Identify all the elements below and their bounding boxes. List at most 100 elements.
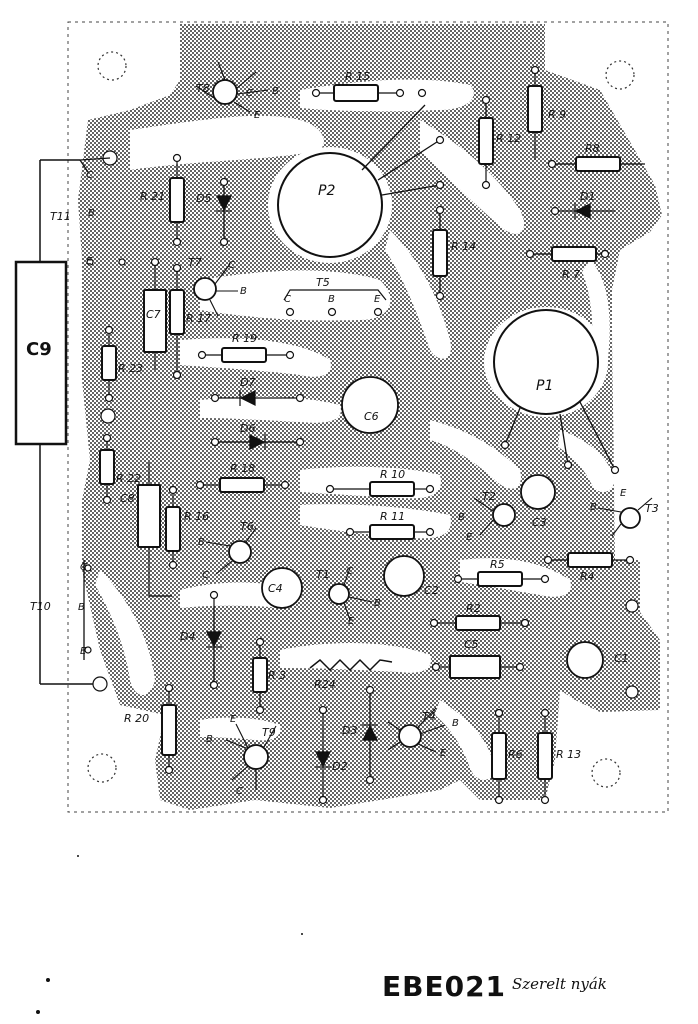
potentiometer-p2: P2: [277, 104, 441, 258]
resistor-r2: [455, 615, 501, 631]
potentiometer-p1: P1: [493, 309, 616, 471]
label-r18: R 18: [230, 462, 255, 475]
pin-label-t3-b: B: [590, 502, 597, 513]
capacitor-c3: [520, 474, 556, 510]
capacitor-c7: [143, 289, 167, 353]
resistor-r12: [478, 117, 494, 165]
pin-label-t5-b: B: [328, 294, 335, 305]
label-d4: D4: [180, 630, 195, 643]
pin-label-t11-e: E: [86, 256, 93, 267]
diodes: [206, 182, 615, 800]
stray-marks: [36, 855, 303, 1014]
transistor-t9: [243, 744, 269, 770]
label-t10: T10: [30, 600, 51, 613]
pin-label-t2-e: E: [466, 532, 473, 543]
label-r11: R 11: [380, 510, 405, 523]
label-c9: C9: [26, 339, 52, 360]
capacitor-c4: [261, 567, 303, 609]
transistor-t6: [228, 540, 252, 564]
transistor-t5: [283, 289, 387, 301]
transistor-t3: [619, 507, 641, 529]
diode-d5: [216, 182, 232, 242]
transistor-t11-leads: [79, 157, 111, 173]
resistor-r24: [309, 658, 393, 672]
transistor-t1: [328, 583, 350, 605]
resistor-r3: [252, 657, 268, 693]
label-d5: D5: [196, 192, 211, 205]
label-r4: R4: [580, 570, 595, 583]
label-d3: D3: [342, 724, 357, 737]
pin-label-t9-e: E: [230, 714, 237, 725]
label-r8: R8: [585, 142, 600, 155]
label-r12: R 12: [496, 132, 521, 145]
pin-label-t5-e: E: [374, 294, 381, 305]
resistor-r11: [369, 524, 415, 540]
capacitor-c8: [137, 484, 161, 548]
board-outline: [67, 21, 669, 813]
label-r15: R 15: [345, 70, 370, 83]
resistor-r21: [169, 177, 185, 223]
pin-label-t8-c: C: [246, 88, 253, 99]
label-r19: R 19: [232, 332, 257, 345]
round-components: [193, 79, 641, 770]
resistor-r14: [432, 229, 448, 277]
label-c6: C6: [364, 410, 379, 423]
diode-d6: [215, 434, 300, 450]
label-r24: R24: [314, 678, 336, 691]
label-r20: R 20: [124, 712, 149, 725]
label-p2: P2: [318, 183, 335, 199]
diode-d4: [206, 595, 222, 685]
capacitor-c9: C9: [14, 159, 100, 685]
label-d2: D2: [332, 760, 347, 773]
resistor-r7: [551, 246, 597, 262]
resistor-r17: [169, 289, 185, 335]
pin-label-t3-e: E: [620, 488, 627, 499]
transistor-t8: [212, 79, 238, 105]
resistor-r15: [333, 84, 379, 102]
label-r21: R 21: [140, 190, 165, 203]
document-code: EBE021: [382, 970, 507, 1003]
transistor-t7: [193, 277, 217, 301]
pin-label-t7-c: C: [228, 260, 235, 271]
resistor-r20: [161, 704, 177, 756]
resistor-r18: [219, 477, 265, 493]
pads: [84, 65, 639, 805]
label-d7: D7: [240, 376, 255, 389]
transistor-pins: [195, 61, 653, 790]
pin-label-t1-e: E: [348, 616, 355, 627]
label-t4: T4: [422, 710, 436, 723]
resistor-r6: [491, 732, 507, 780]
mounting-holes: [87, 51, 635, 788]
label-c8: C8: [120, 492, 135, 505]
label-r17: R 17: [186, 312, 211, 325]
resistor-r4: [567, 552, 613, 568]
diode-d7: [215, 390, 300, 406]
label-c2: C2: [424, 584, 439, 597]
pin-label-t1-b: B: [374, 598, 381, 609]
resistor-r10: [369, 481, 415, 497]
resistor-r16: [165, 506, 181, 552]
document-description: Szerelt nyák: [512, 975, 607, 993]
label-p1: P1: [536, 378, 553, 394]
label-r7: R 7: [562, 268, 580, 281]
label-d1: D1: [580, 190, 595, 203]
pin-label-t10-c: C: [80, 562, 87, 573]
pin-label-t10-b: B: [78, 602, 85, 613]
resistor-r8: [575, 156, 621, 172]
capacitor-c1: [566, 641, 604, 679]
resistor-r23: [101, 345, 117, 381]
resistor-r5: [477, 571, 523, 587]
pin-label-t4-b: B: [452, 718, 459, 729]
label-r23: R 23: [118, 362, 143, 375]
label-t7: T7: [188, 256, 202, 269]
resistor-r22: [99, 449, 115, 485]
resistor-r19: [221, 347, 267, 363]
label-r13: R 13: [556, 748, 581, 761]
pin-label-t4-e: E: [440, 748, 447, 759]
capacitor-c6: [341, 376, 399, 434]
diode-d3: [362, 690, 378, 780]
label-t1: T1: [316, 568, 330, 581]
pin-label-t6-c: C: [202, 570, 209, 581]
label-t6: T6: [240, 520, 254, 533]
